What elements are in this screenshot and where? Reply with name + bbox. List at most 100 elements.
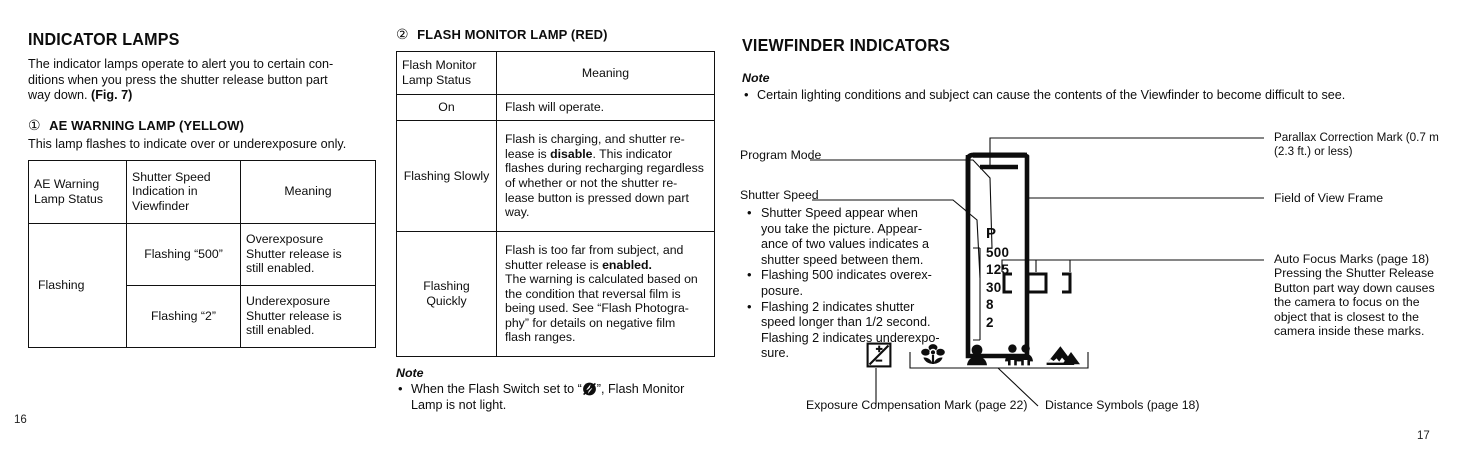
slow-l1: Flash is charging, and shutter re- (505, 132, 685, 147)
quick-l1: Flash is too far from subject, and (505, 242, 684, 257)
table-row: On Flash will operate. (396, 94, 715, 121)
slow-l5: lease button is pressed down part (505, 190, 689, 205)
slow-l2: lease is disable. This indicator (505, 147, 707, 162)
label-exposure-compensation-mark: Exposure Compensation Mark (page 22) (806, 398, 1028, 412)
slow-l2-a: lease is (505, 146, 551, 161)
underexposure-l3: still enabled. (246, 323, 315, 338)
af-l3: Button part way down causes (1274, 280, 1435, 295)
af-l4: the camera to focus on the (1274, 295, 1420, 310)
exposure-compensation-icon (866, 342, 892, 368)
sb2-l2: posure. (761, 283, 804, 298)
column-flash-monitor-lamp: ② FLASH MONITOR LAMP (RED) Flash Monitor… (396, 26, 716, 413)
label-shutter-speed: Shutter Speed (740, 188, 819, 202)
quick-l2-a: shutter release is (505, 257, 603, 272)
macro-flower-icon (921, 344, 945, 364)
td-status-flashing: Flashing (28, 222, 127, 348)
label-parallax-correction: Parallax Correction Mark (0.7 m (2.3 ft.… (1274, 130, 1474, 159)
note-text-a: When the Flash Switch set to “ (411, 382, 582, 396)
af-l6: camera inside these marks. (1274, 324, 1425, 339)
shutter-speed-2: 2 (986, 314, 994, 330)
ae-warning-table: AE Warning Lamp Status Shutter Speed Ind… (28, 159, 376, 348)
table-header-row: AE Warning Lamp Status Shutter Speed Ind… (28, 159, 376, 224)
label-program-mode: Program Mode (740, 148, 822, 162)
section-marker-1: ① (28, 117, 41, 134)
quick-l7: flash ranges. (505, 330, 576, 345)
flash-monitor-lamp-title: FLASH MONITOR LAMP (RED) (417, 27, 608, 42)
shutter-speed-500: 500 (986, 245, 1010, 260)
note-bullet-viewfinder: Certain lighting conditions and subject … (742, 87, 1477, 104)
program-mode-indicator: P (986, 225, 996, 243)
td-status-on: On (396, 94, 497, 121)
th-flash-monitor-status: Flash Monitor Lamp Status (396, 51, 497, 95)
quick-l4: the condition that reversal film is (505, 286, 681, 301)
slow-l2-b: . This indicator (592, 146, 673, 161)
shutter-bullet-1: Shutter Speed appear when you take the p… (744, 205, 961, 268)
shutter-bullet-2: Flashing 500 indicates overex- posure. (744, 267, 961, 299)
af-l2: Pressing the Shutter Release (1274, 266, 1434, 281)
sb3-l4: sure. (761, 346, 789, 361)
label-field-of-view-frame: Field of View Frame (1274, 191, 1384, 205)
intro-line-2: ditions when you press the shutter relea… (28, 72, 328, 87)
th-shutter-l1: Shutter Speed (132, 169, 211, 184)
quick-l5: being used. See “Flash Photogra- (505, 301, 689, 316)
section-marker-2: ② (396, 26, 409, 42)
column-viewfinder-indicators: VIEWFINDER INDICATORS Note Certain light… (742, 35, 1477, 104)
note-line-2: Lamp is not light. (411, 397, 507, 412)
page-number-right: 17 (1417, 430, 1430, 442)
th-meaning: Meaning (240, 159, 376, 224)
th-ae-lamp-status-l1: AE Warning (34, 177, 100, 192)
note-text-b: ”, Flash Monitor (596, 382, 685, 396)
td-flashing-slowly-meaning: Flash is charging, and shutter re- lease… (496, 120, 715, 232)
label-auto-focus-marks: Auto Focus Marks (page 18) Pressing the … (1274, 252, 1478, 338)
page-title-viewfinder-indicators: VIEWFINDER INDICATORS (742, 35, 951, 55)
group-people-icon (1005, 344, 1033, 366)
slow-l2-bold: disable (550, 146, 593, 161)
th-shutter-l3: Viewfinder (132, 198, 190, 213)
note-bullet-flash: When the Flash Switch set to “ ”, Flash … (396, 381, 719, 413)
sb3-l3: Flashing 2 indicates underexpo- (761, 330, 940, 345)
viewfinder-diagram: Program Mode Shutter Speed Shutter Speed… (740, 120, 1484, 420)
td-on-meaning: Flash will operate. (496, 94, 715, 121)
viewfinder-window (965, 152, 1030, 359)
table-row: Flashing Slowly Flash is charging, and s… (396, 120, 715, 232)
td-overexposure-meaning: Overexposure Shutter release is still en… (240, 222, 376, 286)
portrait-person-icon (967, 344, 987, 366)
th-flash-l2: Lamp Status (402, 73, 472, 87)
parallax-l2: (2.3 ft.) or less) (1274, 144, 1353, 159)
quick-l6: phy” for details on negative film (505, 315, 676, 330)
label-distance-symbols: Distance Symbols (page 18) (1045, 398, 1200, 412)
slow-l6: way. (505, 205, 530, 220)
ae-warning-subtitle: This lamp flashes to indicate over or un… (28, 137, 347, 152)
sb3-l2: speed longer than 1/2 second. (761, 315, 931, 330)
af-l1: Auto Focus Marks (page 18) (1274, 252, 1430, 266)
th-ae-lamp-status: AE Warning Lamp Status (28, 159, 127, 224)
th-shutter-l2: Indication in (132, 184, 198, 199)
flash-monitor-heading: ② FLASH MONITOR LAMP (RED) (396, 26, 716, 44)
flash-monitor-table: Flash Monitor Lamp Status Meaning On Fla… (396, 51, 715, 357)
td-status-flashing-slowly: Flashing Slowly (396, 120, 497, 232)
field-of-view-frame (965, 152, 1030, 359)
parallax-l1: Parallax Correction Mark (0.7 m (1274, 130, 1439, 144)
quick-l2-bold: enabled. (602, 257, 652, 272)
td-flashing-quickly-meaning: Flash is too far from subject, and shutt… (496, 231, 715, 357)
intro-line-3-text: way down. (28, 88, 91, 103)
sb1-l1: Shutter Speed appear when (761, 206, 918, 220)
overexposure-l2: Shutter release is (246, 246, 342, 261)
sb1-l3: ance of two values indicates a (761, 237, 930, 252)
fig-reference: (Fig. 7) (91, 88, 133, 103)
ae-warning-lamp-title: AE WARNING LAMP (YELLOW) (49, 118, 245, 134)
sb1-l4: shutter speed between them. (761, 252, 924, 267)
page-title-indicator-lamps: INDICATOR LAMPS (28, 29, 180, 49)
table-header-row: Flash Monitor Lamp Status Meaning (396, 51, 715, 95)
column-indicator-lamps: INDICATOR LAMPS The indicator lamps oper… (28, 29, 378, 348)
shutter-speed-8: 8 (986, 297, 994, 313)
ae-warning-heading: ① AE WARNING LAMP (YELLOW) (28, 117, 378, 135)
td-status-flashing-quickly: Flashing Quickly (396, 231, 497, 357)
shutter-speed-bullets: Shutter Speed appear when you take the p… (744, 205, 949, 362)
note-label-viewfinder: Note (742, 71, 770, 86)
th-ae-lamp-status-l2: Lamp Status (34, 191, 104, 206)
slow-l4: of whether or not the shutter re- (505, 176, 678, 190)
page-number-left: 16 (14, 414, 27, 426)
mountain-landscape-icon (1046, 346, 1080, 365)
th-shutter-speed-indication: Shutter Speed Indication in Viewfinder (126, 159, 241, 224)
